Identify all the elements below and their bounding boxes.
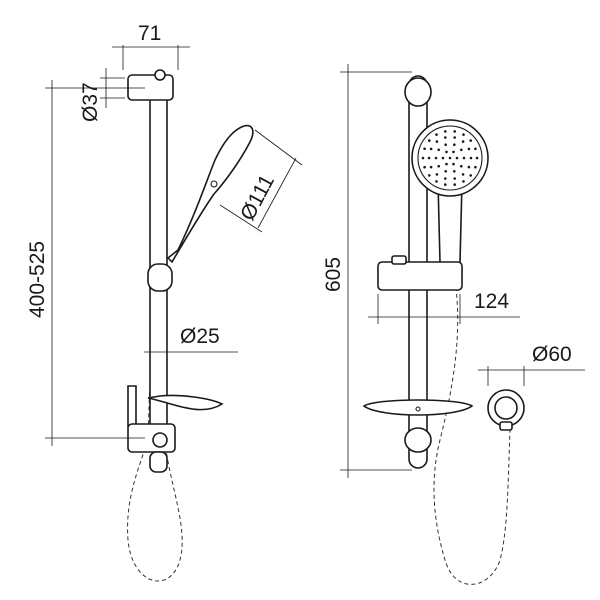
nozzle-dot xyxy=(435,140,439,143)
nozzle-dot xyxy=(460,164,463,168)
nozzle-dot xyxy=(445,162,448,166)
side-slider xyxy=(147,263,173,292)
nozzle-dot xyxy=(428,174,431,177)
dim-rail-height-range: 400-525 xyxy=(26,241,49,318)
front-view: 605 124 Ø60 xyxy=(322,64,585,585)
nozzle-dot xyxy=(453,143,456,146)
nozzle-dot xyxy=(444,177,447,180)
nozzle-dot xyxy=(435,133,438,136)
nozzle-dot xyxy=(452,150,455,154)
nozzle-dot xyxy=(427,156,431,160)
nozzle-dot xyxy=(435,173,439,176)
nozzle-dot xyxy=(435,180,438,183)
nozzle-dot xyxy=(474,147,477,151)
nozzle-dot xyxy=(469,174,473,177)
nozzle-dot xyxy=(421,156,425,160)
nozzle-dot xyxy=(444,170,448,173)
front-hose xyxy=(433,279,511,585)
front-lower-cap xyxy=(404,427,432,453)
nozzle-dot xyxy=(453,183,457,186)
nozzle-dot xyxy=(453,130,457,133)
side-handshower xyxy=(166,124,254,264)
dim-handpiece-dia: Ø111 xyxy=(236,171,279,224)
nozzle-dot xyxy=(444,143,448,146)
nozzle-dot xyxy=(423,147,426,151)
nozzle-dot xyxy=(453,170,456,173)
nozzle-dot xyxy=(429,165,433,169)
nozzle-dot xyxy=(460,148,463,152)
nozzle-dot xyxy=(444,136,447,139)
nozzle-dot xyxy=(429,147,433,151)
front-slider xyxy=(377,261,463,291)
side-handshower-button xyxy=(210,180,218,188)
nozzle-dot xyxy=(453,136,457,139)
wall-outlet xyxy=(487,389,525,431)
dim-rail-bracket-dia: Ø37 xyxy=(79,82,102,122)
nozzle-dot xyxy=(437,164,441,168)
nozzle-dot xyxy=(455,156,459,160)
nozzle-dot xyxy=(462,180,465,183)
nozzle-dot xyxy=(444,130,447,133)
nozzle-dot xyxy=(453,177,457,180)
nozzle-dot xyxy=(437,148,441,152)
nozzle-dot xyxy=(474,165,477,169)
dim-rail-dia: Ø25 xyxy=(180,325,220,348)
side-lower-knob xyxy=(152,432,168,448)
nozzle-dot xyxy=(423,165,426,169)
nozzle-dot xyxy=(469,156,473,160)
nozzle-dot xyxy=(475,156,479,160)
nozzle-dot xyxy=(448,156,452,160)
nozzle-dot xyxy=(428,139,431,142)
nozzle-dot xyxy=(461,140,465,143)
front-soap-dish-screw xyxy=(415,406,421,412)
nozzle-dot xyxy=(445,150,448,154)
nozzle-dot xyxy=(469,139,473,142)
nozzle-dot xyxy=(462,156,466,160)
side-view: 71 Ø37 400-525 Ø111 Ø25 xyxy=(26,22,303,582)
dim-overall-height: 605 xyxy=(322,257,345,292)
dim-wall-outlet-dia: Ø60 xyxy=(532,343,572,366)
nozzle-dot xyxy=(462,133,465,136)
side-top-cap xyxy=(154,69,166,81)
side-top-bracket xyxy=(127,74,174,101)
nozzle-dot xyxy=(434,156,438,160)
nozzle-pattern xyxy=(421,130,479,186)
nozzle-dot xyxy=(444,183,447,186)
side-rail xyxy=(149,87,168,439)
side-soap-dish xyxy=(127,385,224,427)
nozzle-dot xyxy=(467,165,471,169)
dim-rail-head-width: 71 xyxy=(138,22,161,45)
nozzle-dot xyxy=(441,156,445,160)
front-slider-button xyxy=(391,255,407,265)
dim-handpiece-offset: 124 xyxy=(474,290,509,313)
nozzle-dot xyxy=(467,147,471,151)
front-top-cap xyxy=(404,77,432,107)
nozzle-dot xyxy=(461,173,465,176)
nozzle-dot xyxy=(452,162,455,166)
side-rail-foot xyxy=(149,451,168,473)
